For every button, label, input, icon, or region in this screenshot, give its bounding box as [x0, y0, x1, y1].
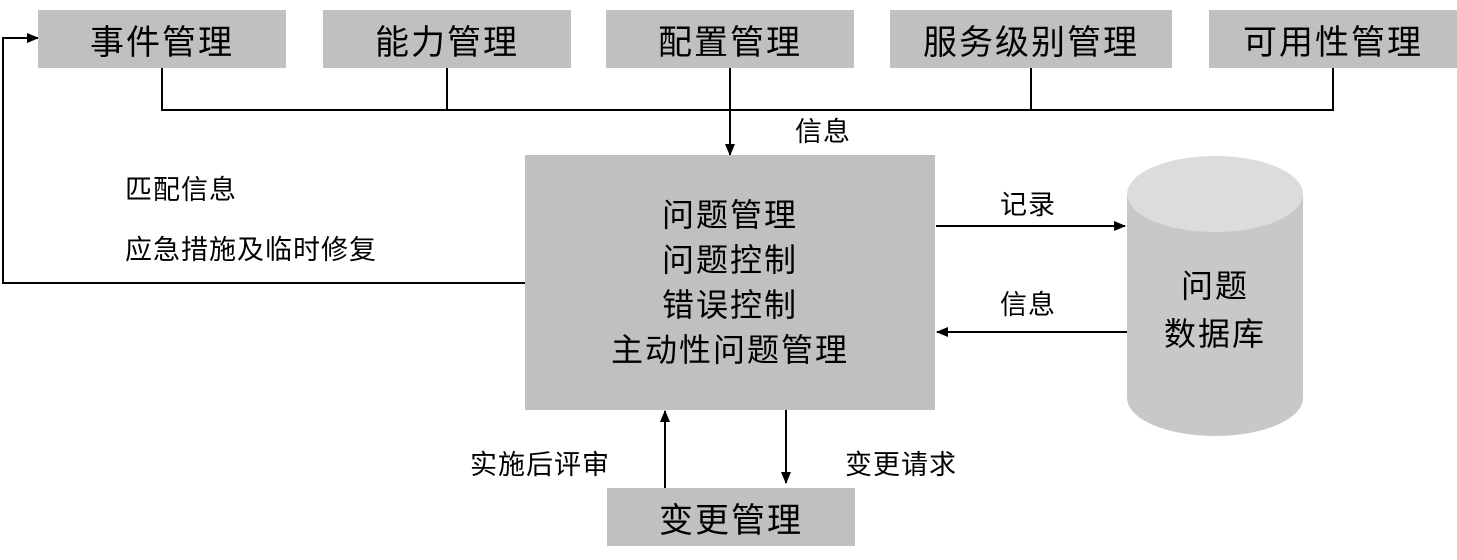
db-line-1: 问题 — [1180, 267, 1249, 305]
problem-database-label: 问题 数据库 — [1125, 262, 1305, 358]
problem-management-box: 问题管理 问题控制 错误控制 主动性问题管理 — [525, 155, 935, 410]
workaround-label: 应急措施及临时修复 — [125, 235, 377, 266]
change-request-label: 变更请求 — [845, 450, 957, 481]
incident-management-box: 事件管理 — [38, 10, 286, 68]
record-label: 记录 — [1000, 190, 1056, 221]
info-label-db: 信息 — [1000, 290, 1056, 321]
center-line-4: 主动性问题管理 — [610, 330, 849, 369]
post-review-label: 实施后评审 — [470, 450, 610, 481]
center-line-1: 问题管理 — [661, 195, 798, 234]
feedback-arrow — [2, 33, 525, 284]
availability-management-box: 可用性管理 — [1209, 10, 1457, 68]
configuration-management-box: 配置管理 — [606, 10, 854, 68]
service-level-management-box: 服务级别管理 — [890, 10, 1172, 68]
match-info-label: 匹配信息 — [125, 175, 237, 206]
center-line-2: 问题控制 — [661, 240, 798, 279]
database-cylinder — [1127, 156, 1303, 436]
change-management-box: 变更管理 — [607, 488, 855, 546]
db-line-2: 数据库 — [1163, 315, 1266, 353]
center-line-3: 错误控制 — [661, 285, 798, 324]
capacity-management-box: 能力管理 — [323, 10, 571, 68]
info-label-top: 信息 — [795, 117, 851, 148]
